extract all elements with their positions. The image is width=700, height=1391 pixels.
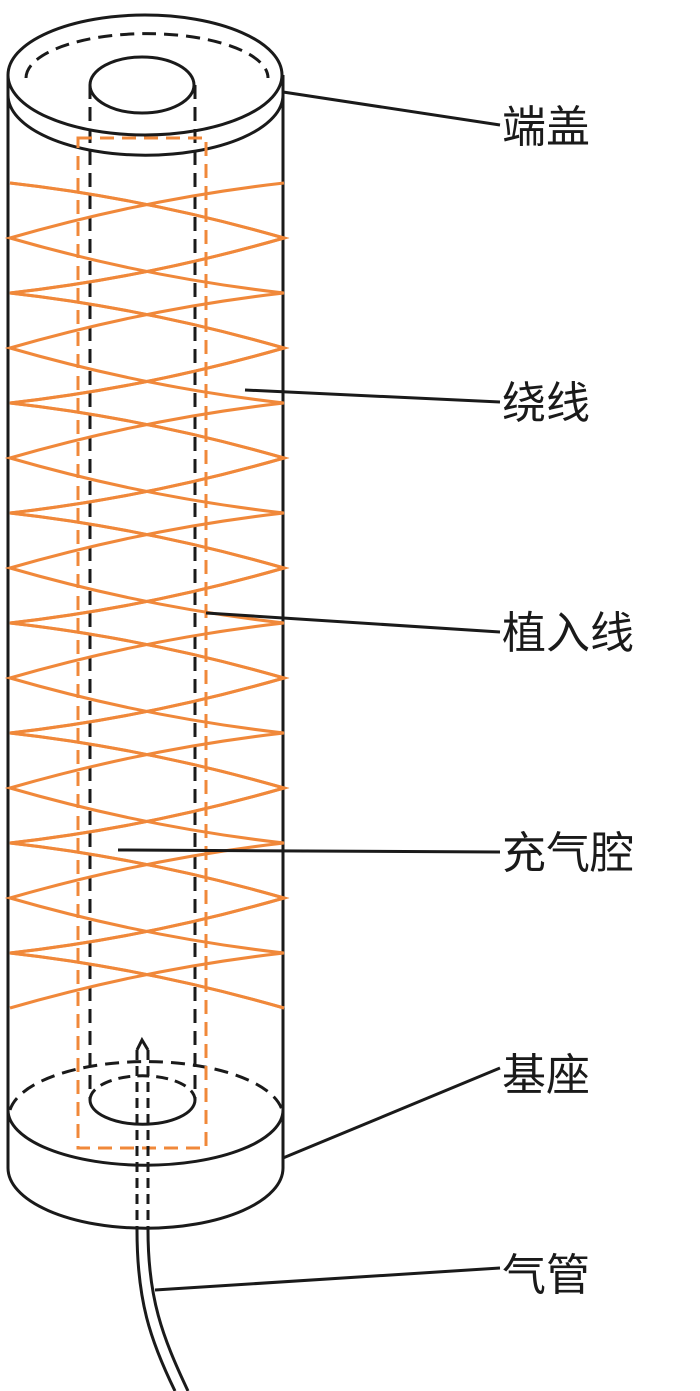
label-air-cavity: 充气腔	[502, 828, 634, 879]
air-tube-right	[146, 1229, 190, 1391]
leader-end-cap	[282, 90, 501, 127]
base-upper-rim	[6, 1109, 285, 1167]
leader-implant-wire	[205, 611, 501, 634]
inner-tube-bottom-back	[88, 1074, 197, 1101]
winding-helix-c	[4, 181, 285, 1010]
outer-cylinder	[6, 13, 285, 1230]
air-tube	[135, 1036, 190, 1391]
top-cap-ellipse	[6, 13, 284, 137]
base-hidden-back-arc	[8, 1060, 284, 1111]
bottom-front-arc	[6, 1167, 285, 1230]
top-cap-lower-rim	[6, 94, 285, 157]
inner-tube-bottom	[88, 1074, 197, 1126]
leader-air-cavity	[117, 848, 501, 854]
air-tube-tip	[135, 1036, 150, 1051]
label-air-tube: 气管	[502, 1250, 590, 1301]
implant-wire-frame	[76, 136, 208, 1150]
label-winding: 绕线	[502, 378, 590, 429]
label-base: 基座	[502, 1050, 590, 1101]
inner-tube-bottom-front	[88, 1099, 197, 1126]
label-end-cap: 端盖	[502, 102, 590, 153]
leader-air-tube	[154, 1266, 501, 1292]
air-tube-left	[135, 1229, 177, 1391]
leader-winding	[244, 388, 501, 404]
winding-helix-b	[9, 181, 290, 1010]
winding-helix-a	[9, 181, 290, 1010]
leader-base	[282, 1066, 501, 1160]
inner-tube-top-ellipse	[88, 55, 196, 115]
top-hidden-arc	[24, 32, 270, 79]
winding-coil	[4, 181, 290, 1010]
label-implant-wire: 植入线	[502, 608, 634, 659]
inner-tube-top	[88, 55, 196, 115]
leader-lines	[117, 90, 501, 1292]
